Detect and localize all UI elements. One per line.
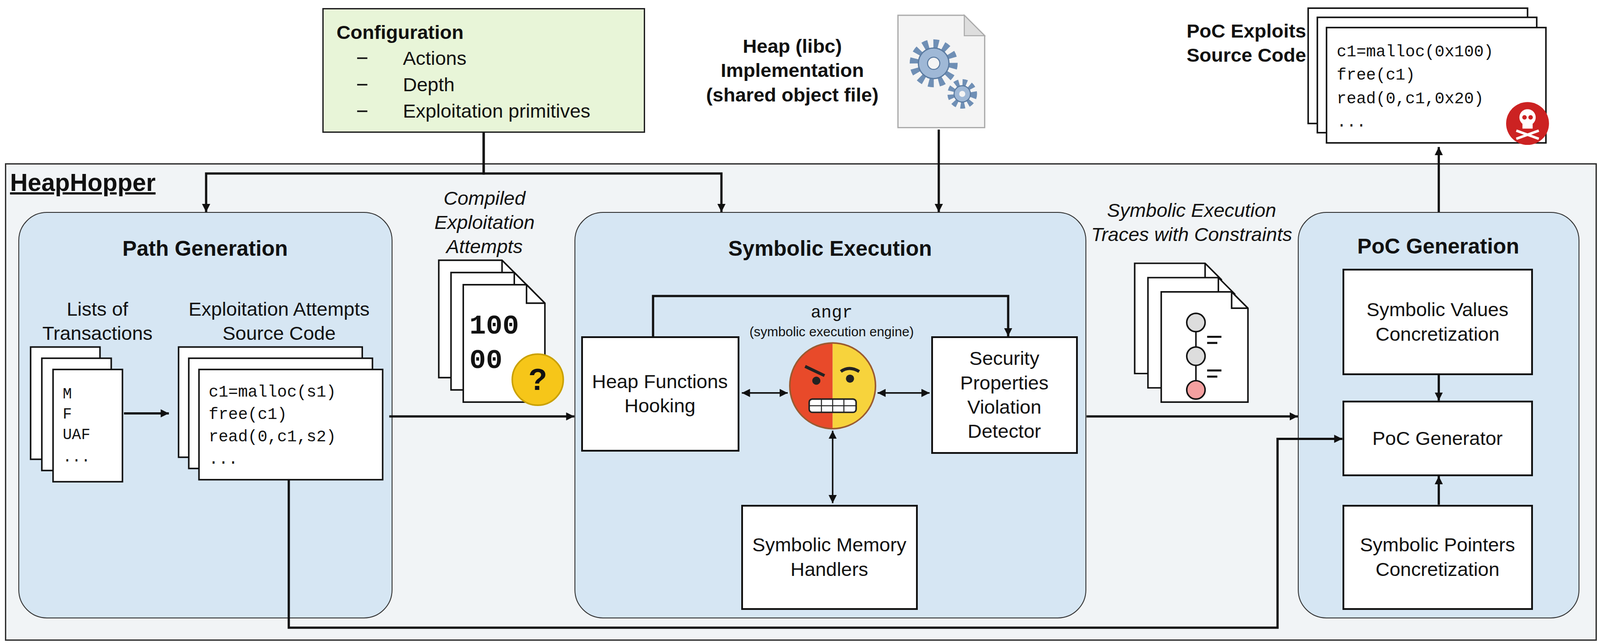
flow-arrow xyxy=(123,412,169,415)
process-box: Symbolic Values Concretization xyxy=(1342,268,1534,375)
process-box: Security Properties Violation Detector xyxy=(931,336,1079,454)
angr-face xyxy=(789,342,876,429)
code-line: free(c1) xyxy=(208,403,378,427)
icon-label: (symbolic execution engine) xyxy=(704,322,960,341)
flow-arrow xyxy=(937,129,940,212)
node-text: PoC Generation xyxy=(1297,230,1579,263)
node-text: Symbolic Execution xyxy=(574,232,1087,265)
code-line: UAF xyxy=(62,425,114,446)
node-text: Exploitation Attempts Source Code xyxy=(168,295,390,347)
node-text: PoC Exploits Source Code xyxy=(1152,14,1306,72)
node-text: Symbolic Memory Handlers xyxy=(746,509,913,605)
process-box: PoC Generator xyxy=(1342,400,1534,477)
list-dashes xyxy=(357,58,368,112)
node-text: Heap Functions Hooking xyxy=(586,341,735,447)
icon-label: 100 xyxy=(469,309,543,345)
icon-label: angr xyxy=(775,302,888,325)
node-text: Compiled Exploitation Attempts xyxy=(416,183,554,261)
flow-arrow xyxy=(389,415,575,418)
node-text: PoC Generator xyxy=(1346,404,1528,472)
code-line: read(0,c1,0x20) xyxy=(1336,87,1541,110)
binary-documents xyxy=(438,260,563,406)
code-line: ... xyxy=(1336,111,1511,134)
flow-arrow xyxy=(1437,375,1440,401)
node-text: Symbolic Execution Traces with Constrain… xyxy=(1089,183,1294,261)
trace-documents xyxy=(1134,263,1248,402)
code-line: F xyxy=(62,404,114,426)
source-documents xyxy=(178,346,383,480)
flow-arrow xyxy=(1437,147,1440,213)
code-line: M xyxy=(62,384,114,405)
process-box: Heap Functions Hooking xyxy=(581,336,740,452)
code-line: Exploitation primitives xyxy=(402,97,638,125)
flow-arrow xyxy=(1086,415,1298,418)
code-line: c1=malloc(0x100) xyxy=(1336,40,1541,64)
code-line: ... xyxy=(208,448,378,471)
code-line: Actions xyxy=(402,44,638,72)
code-line: c1=malloc(s1) xyxy=(208,380,378,404)
shared-object-icon xyxy=(898,15,985,128)
flow-arrow xyxy=(1437,476,1440,505)
node-text: Path Generation xyxy=(17,232,393,265)
flow-arrow xyxy=(206,132,484,213)
node-text: Lists of Transactions xyxy=(19,295,175,347)
node-text: Symbolic Values Concretization xyxy=(1346,273,1528,370)
node-text: Configuration xyxy=(336,18,633,47)
flow-arrow xyxy=(483,132,722,213)
code-line: free(c1) xyxy=(1336,64,1541,87)
code-line: Depth xyxy=(402,71,638,98)
transaction-documents xyxy=(30,346,123,482)
process-box: Symbolic Memory Handlers xyxy=(741,504,918,610)
skull-icon xyxy=(1506,101,1550,145)
node-text: Symbolic Pointers Concretization xyxy=(1346,509,1528,605)
config-box: ConfigurationActionsDepthExploitation pr… xyxy=(322,8,645,133)
node-text: HeapHopper xyxy=(9,166,235,199)
node-text: Heap (libc) Implementation (shared objec… xyxy=(687,14,897,127)
engine-arrows xyxy=(741,392,930,504)
flow-arrow xyxy=(288,438,1343,628)
node-text: Security Properties Violation Detector xyxy=(934,341,1074,449)
process-box: Symbolic Pointers Concretization xyxy=(1342,504,1534,610)
code-line: read(0,c1,s2) xyxy=(208,426,378,449)
code-line: ... xyxy=(62,447,114,469)
icon-label: ? xyxy=(517,358,558,400)
stage-panel: Symbolic Values ConcretizationPoC Genera… xyxy=(1297,211,1580,618)
